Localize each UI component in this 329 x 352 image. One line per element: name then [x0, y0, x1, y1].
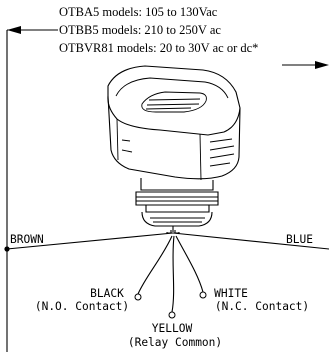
white-wire-role: (N.C. Contact) — [215, 300, 309, 313]
brown-wire-label: BROWN — [10, 233, 44, 246]
black-wire-label: BLACK — [90, 287, 124, 300]
white-wire-label: WHITE — [214, 287, 248, 300]
switch-device — [107, 65, 241, 181]
lead-cable — [166, 226, 180, 234]
model-spec-otba5: OTBA5 models: 105 to 130Vac — [59, 5, 218, 19]
brown-wire — [6, 232, 174, 250]
right-supply-line — [282, 61, 329, 69]
junction-dot — [4, 246, 10, 252]
white-wire — [175, 235, 207, 299]
yellow-wire-label: YELLOW — [152, 322, 193, 335]
black-wire — [134, 235, 173, 301]
model-spec-otbvr81: OTBVR81 models: 20 to 30V ac or dc* — [59, 41, 258, 55]
yellow-wire — [168, 235, 176, 319]
model-spec-otbb5: OTBB5 models: 210 to 250V ac — [59, 23, 221, 37]
left-supply-line — [6, 26, 58, 352]
yellow-wire-role: (Relay Common) — [128, 336, 222, 349]
threaded-bushing — [135, 178, 219, 227]
blue-wire-label: BLUE — [286, 233, 313, 246]
blue-wire — [172, 232, 329, 250]
black-wire-role: (N.O. Contact) — [35, 300, 129, 313]
